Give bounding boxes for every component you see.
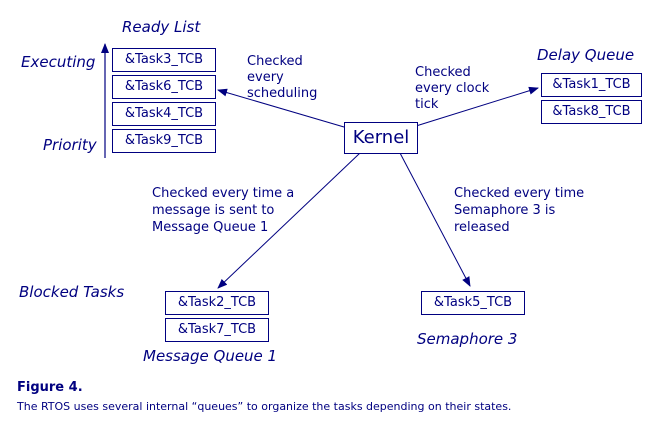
kernel-to-message-arrow xyxy=(217,152,361,289)
delay-annotation-line: every clock xyxy=(415,81,490,96)
delay-queue-title: Delay Queue xyxy=(537,46,635,64)
semaphore-task-box: &Task5_TCB xyxy=(421,291,525,315)
delay-annotation-line: tick xyxy=(415,97,439,112)
message-queue-label: Message Queue 1 xyxy=(143,347,278,365)
message-annotation-line: Checked every time a xyxy=(152,186,295,201)
kernel-box: Kernel xyxy=(344,122,418,154)
kernel-to-delay-arrow xyxy=(415,86,539,127)
ready-task-box: &Task6_TCB xyxy=(112,75,216,99)
ready-task-box: &Task9_TCB xyxy=(112,129,216,153)
ready-task-box: &Task3_TCB xyxy=(112,48,216,72)
ready-annotation-line: every xyxy=(247,70,284,85)
delay-task-box: &Task1_TCB xyxy=(541,73,642,97)
ready-annotation-line: Checked xyxy=(247,54,303,69)
executing-label: Executing xyxy=(21,53,96,71)
ready-task-box: &Task4_TCB xyxy=(112,102,216,126)
message-annotation-line: message is sent to xyxy=(152,203,275,218)
semaphore-label: Semaphore 3 xyxy=(417,330,518,348)
message-queue-task-box: &Task2_TCB xyxy=(165,291,269,315)
delay-task-box: &Task8_TCB xyxy=(541,100,642,124)
message-annotation-line: Message Queue 1 xyxy=(152,220,269,235)
ready-annotation-line: scheduling xyxy=(247,86,318,101)
semaphore-annotation-line: Checked every time xyxy=(454,186,585,201)
figure-caption: The RTOS uses several internal “queues” … xyxy=(17,400,512,413)
ready-list-title: Ready List xyxy=(122,18,201,36)
figure-title: Figure 4. xyxy=(17,380,83,395)
kernel-to-semaphore-arrow xyxy=(399,152,471,287)
kernel-to-ready-arrow xyxy=(217,88,345,128)
blocked-tasks-title: Blocked Tasks xyxy=(19,283,125,301)
priority-label: Priority xyxy=(43,136,97,154)
semaphore-annotation-line: released xyxy=(454,220,510,235)
message-queue-task-box: &Task7_TCB xyxy=(165,318,269,342)
delay-annotation-line: Checked xyxy=(415,65,471,80)
semaphore-annotation-line: Semaphore 3 is xyxy=(454,203,556,218)
